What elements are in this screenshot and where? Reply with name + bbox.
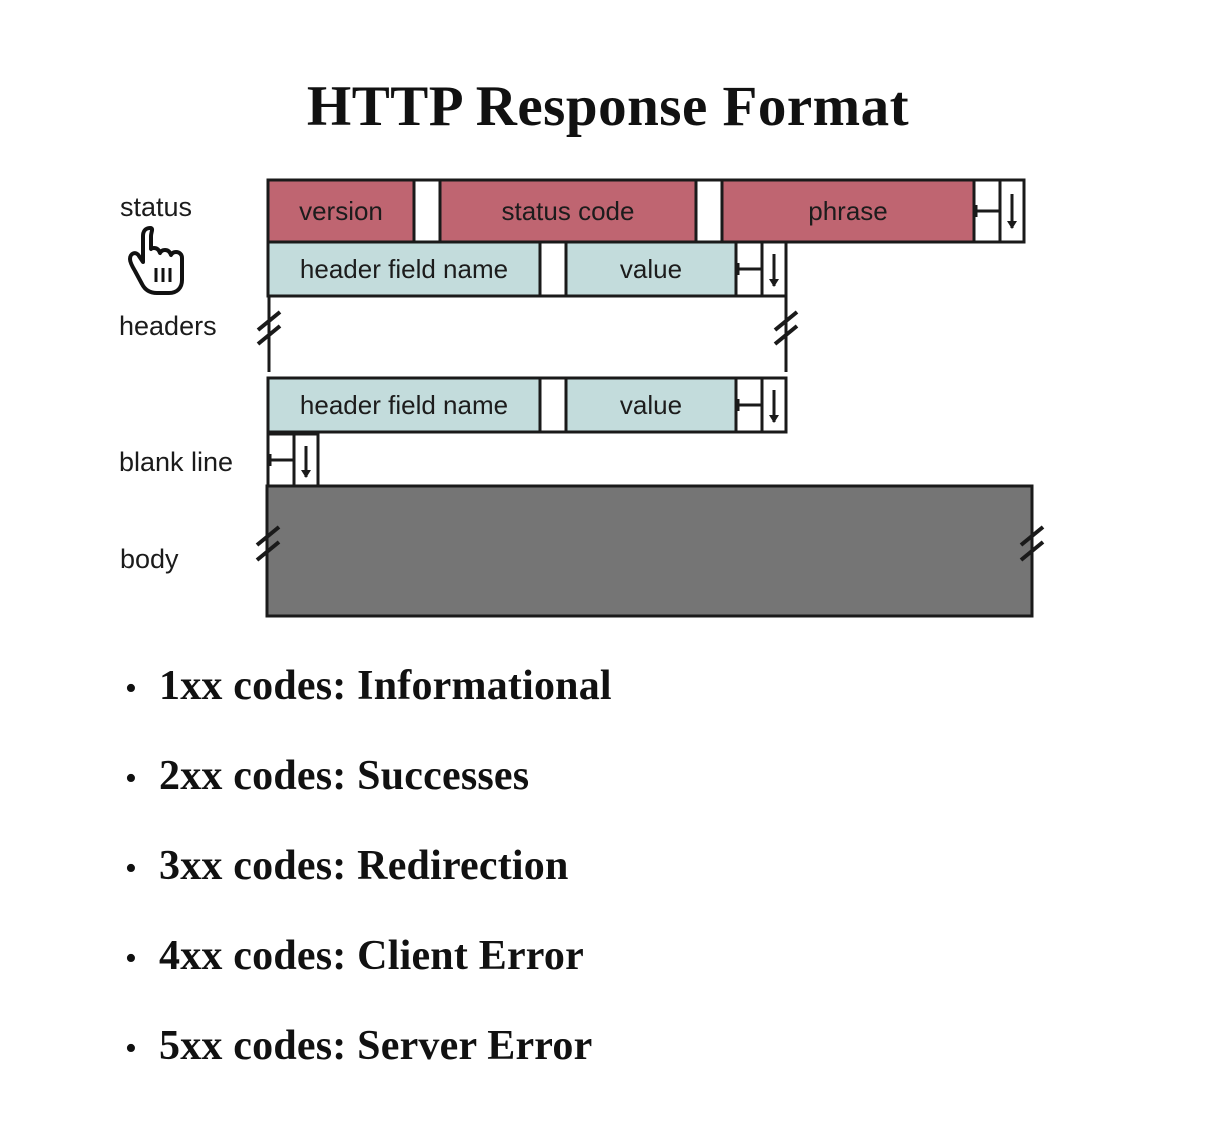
status-space-1	[412, 178, 442, 244]
body-block	[255, 484, 1045, 618]
list-item-label: 4xx codes: Client Error	[159, 933, 584, 979]
list-item: • 1xx codes: Informational	[125, 662, 1125, 752]
http-response-format-diagram: version status code phrase header field …	[119, 178, 1045, 618]
cr-arrow-icon	[974, 205, 1000, 217]
status-code-class-list: • 1xx codes: Informational • 2xx codes: …	[125, 662, 1125, 1112]
status-code-label: status code	[501, 196, 635, 226]
lf-arrow-icon	[769, 254, 779, 287]
status-line-row	[266, 178, 1026, 244]
list-item-label: 2xx codes: Successes	[159, 753, 530, 799]
lf-arrow-icon	[1007, 194, 1017, 229]
status-version-label: version	[299, 196, 383, 226]
break-mark-icon	[773, 310, 799, 346]
bullet-marker: •	[125, 760, 137, 797]
header2-value-cell	[564, 376, 738, 434]
break-mark-icon	[256, 310, 282, 346]
break-mark-icon	[1019, 525, 1045, 562]
page-title: HTTP Response Format	[306, 75, 910, 138]
header2-name-label: header field name	[299, 390, 509, 420]
diagram-svg	[255, 178, 1045, 618]
row-label-body: body	[120, 544, 179, 574]
list-item: • 3xx codes: Redirection	[125, 842, 1125, 932]
list-item: • 4xx codes: Client Error	[125, 932, 1125, 1022]
hand-pointer-cursor	[128, 222, 190, 296]
list-item: • 2xx codes: Successes	[125, 752, 1125, 842]
bullet-marker: •	[125, 850, 137, 887]
bullet-marker: •	[125, 940, 137, 977]
header-line-2-row	[266, 376, 788, 434]
row-label-blank-line: blank line	[119, 447, 234, 477]
row-label-status: status	[120, 192, 193, 222]
header1-name-label: header field name	[299, 254, 509, 284]
row-label-headers: headers	[119, 311, 217, 341]
cr-arrow-icon	[736, 399, 762, 411]
bullet-marker: •	[125, 1030, 137, 1067]
status-space-2	[694, 178, 724, 244]
header-line-1-row	[266, 240, 788, 298]
body-rect	[265, 484, 1034, 618]
cr-arrow-icon	[736, 263, 762, 275]
blank-line-row	[266, 432, 320, 488]
headers-continuation-region	[256, 296, 799, 372]
header1-space	[538, 240, 568, 298]
break-mark-icon	[255, 525, 281, 562]
list-item-label: 3xx codes: Redirection	[159, 843, 569, 889]
lf-arrow-icon	[769, 390, 779, 423]
header2-value-label: value	[619, 390, 683, 420]
list-item: • 5xx codes: Server Error	[125, 1022, 1125, 1112]
status-code-cell	[438, 178, 698, 244]
lf-arrow-icon	[301, 446, 311, 478]
header1-value-label: value	[619, 254, 683, 284]
cr-arrow-icon	[268, 454, 294, 466]
status-phrase-cell	[720, 178, 976, 244]
bullet-marker: •	[125, 670, 137, 707]
header2-space	[538, 376, 568, 434]
status-phrase-label: phrase	[808, 196, 888, 226]
list-item-label: 5xx codes: Server Error	[159, 1023, 593, 1069]
list-item-label: 1xx codes: Informational	[159, 663, 612, 709]
status-version-cell	[266, 178, 416, 244]
